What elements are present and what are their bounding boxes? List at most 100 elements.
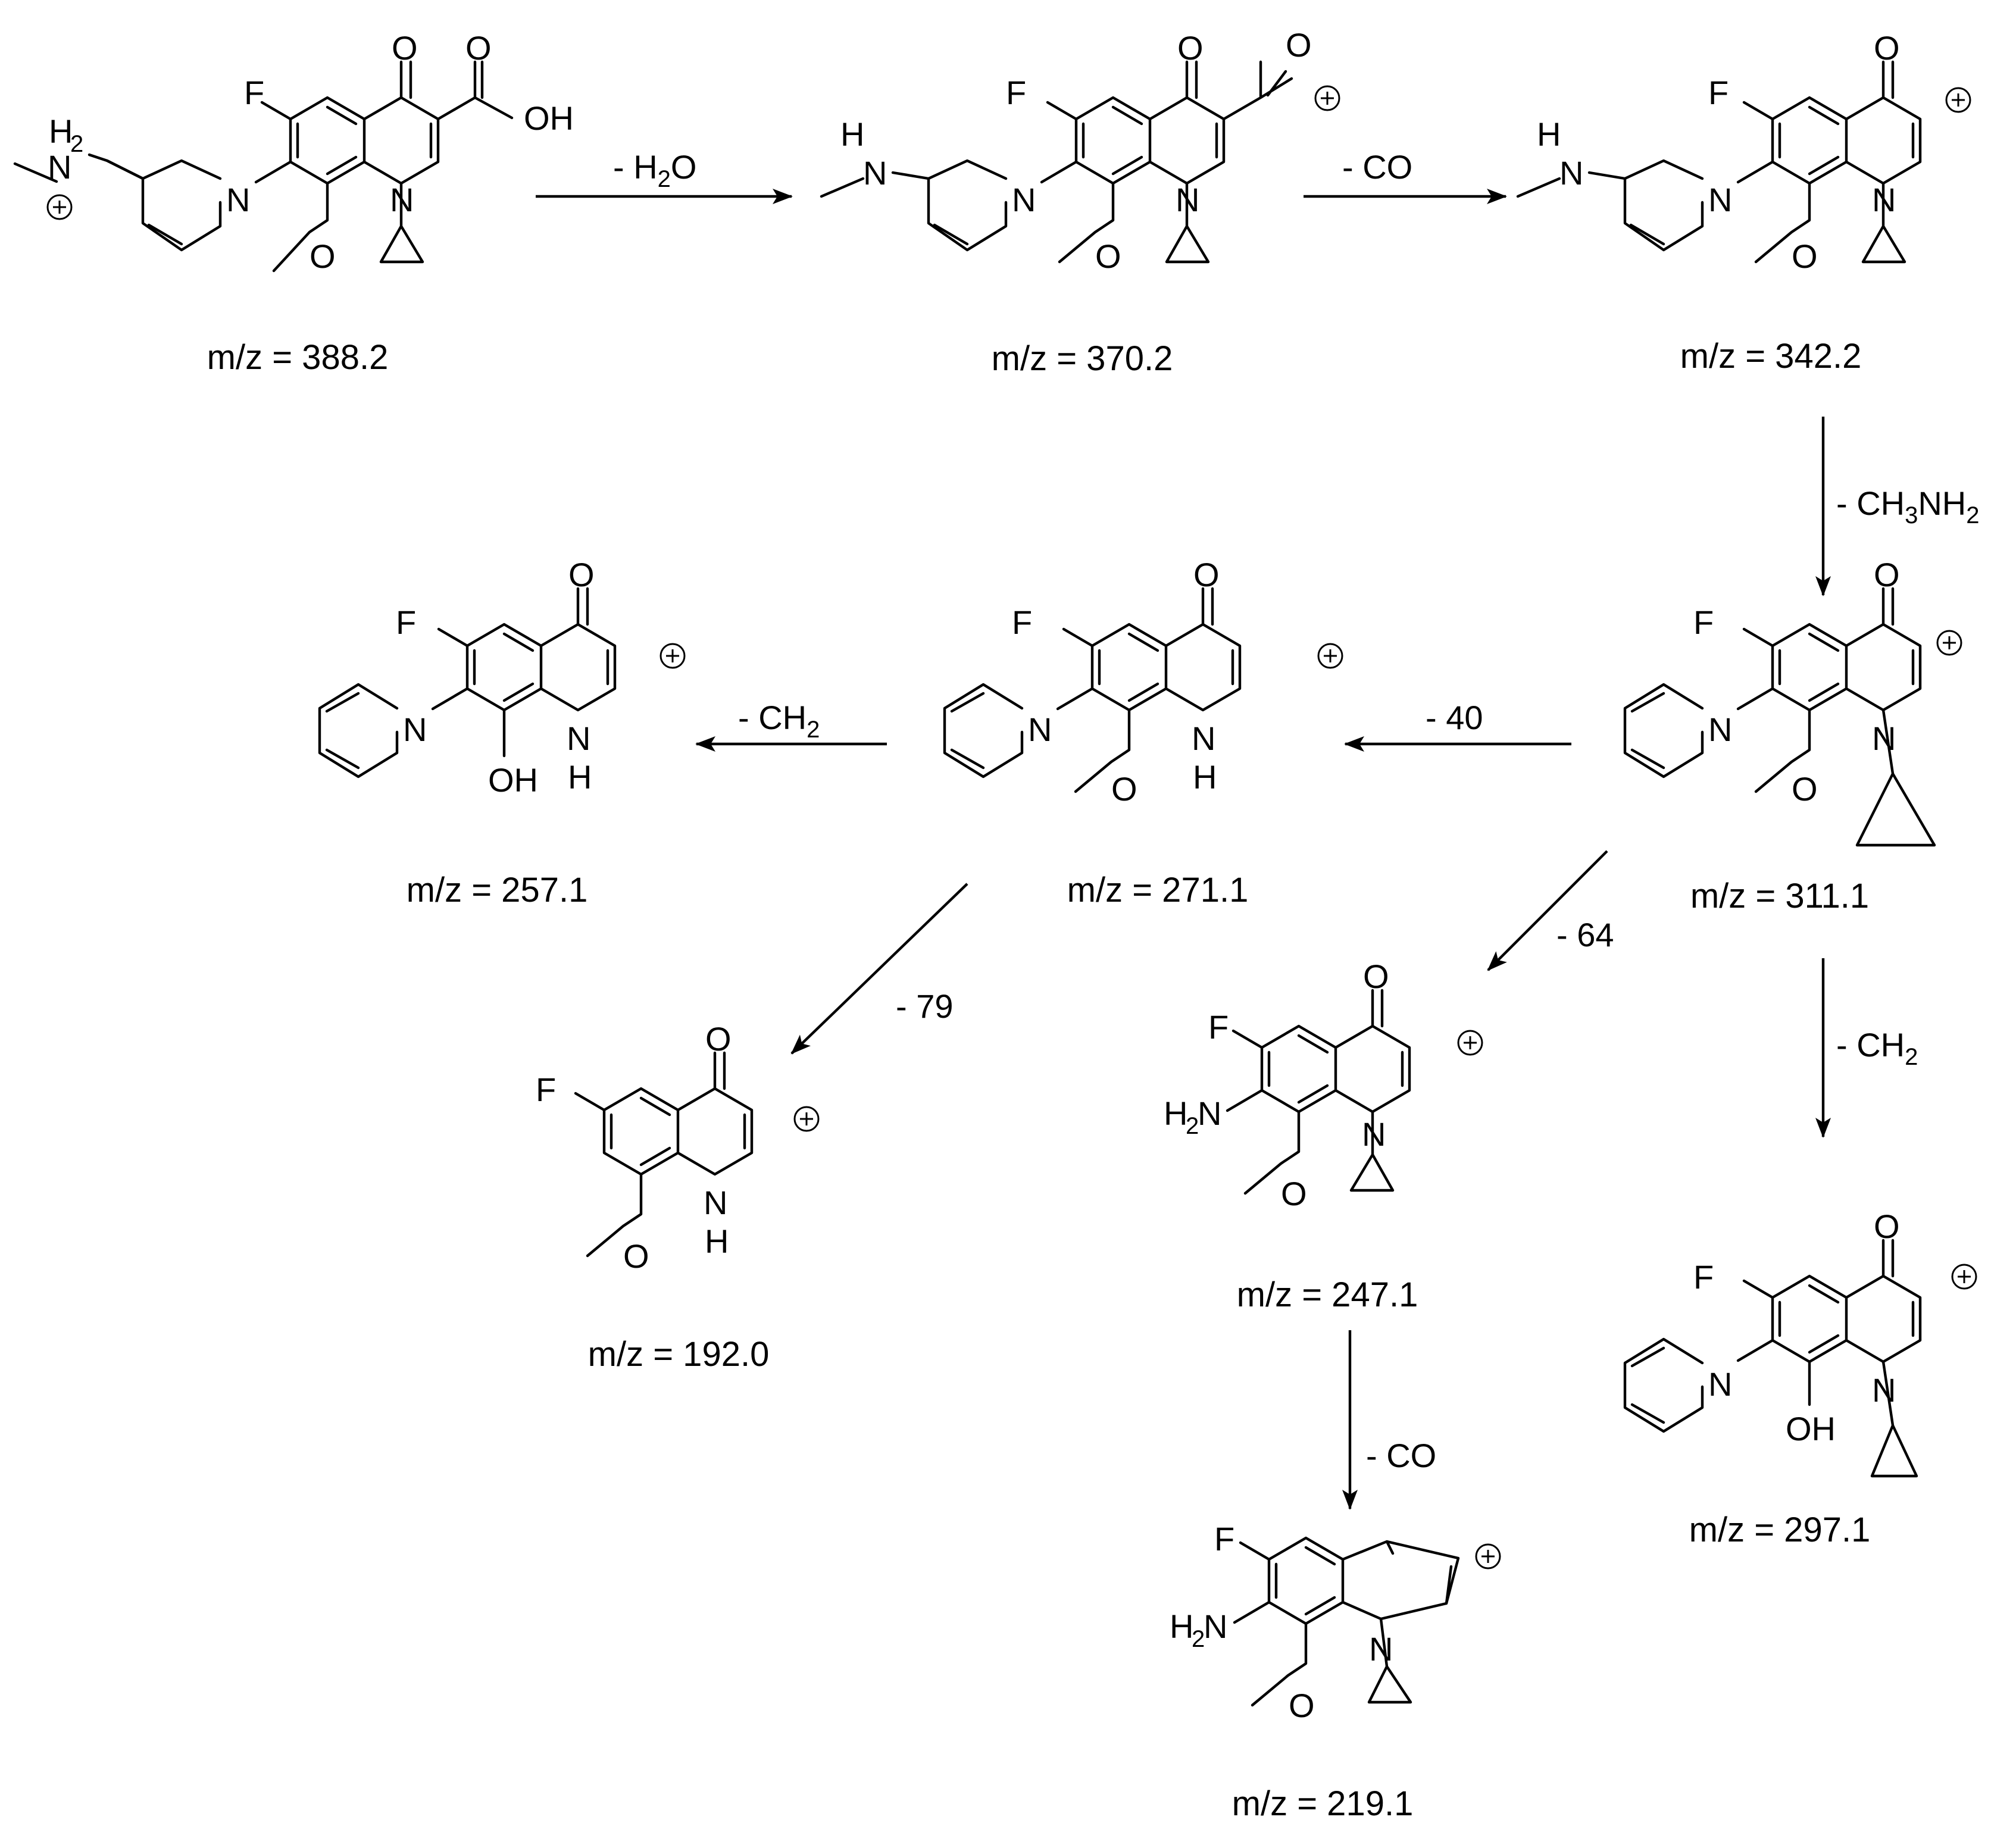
positive-charge (1936, 630, 1962, 656)
atom-N: N (403, 711, 427, 748)
atom-F: F (1708, 74, 1729, 111)
atom-H: H (1170, 1608, 1193, 1645)
atom-O: O (1874, 1208, 1900, 1245)
atom-N: N (1192, 720, 1215, 757)
atom-H-subscript: 2 (70, 131, 83, 157)
structure-219: F N H 2 N O (1170, 1520, 1501, 1724)
atom-subscript: 2 (1186, 1113, 1199, 1139)
atom-N: N (1872, 1371, 1896, 1409)
loss-co-2: - CO (1366, 1437, 1436, 1474)
atom-subscript: 2 (1192, 1626, 1205, 1652)
structure-370: F O O N N O N H (820, 26, 1340, 275)
atom-N: N (1176, 181, 1199, 218)
arrow-271-to-192 (790, 883, 968, 1055)
loss-ch2-a: - CH2 (738, 699, 820, 743)
atom-O: O (705, 1020, 732, 1058)
atom-O: O (1289, 1687, 1315, 1724)
loss-co-1: - CO (1342, 148, 1412, 186)
structure-388: F O O OH N N O N H 2 (13, 29, 574, 275)
atom-O: O (1111, 770, 1137, 808)
positive-charge (1317, 643, 1343, 669)
atom-O: O (1874, 29, 1900, 67)
mz-label-342: m/z = 342.2 (1680, 337, 1862, 376)
atom-H: H (840, 115, 864, 153)
atom-N: N (863, 154, 887, 192)
atom-H: H (1164, 1095, 1187, 1132)
atom-O: O (1281, 1175, 1307, 1212)
structure-297: F O N N OH (1623, 1208, 1977, 1478)
loss-labels: - H2O - CO - CH3NH2 - 40 - CH2 - 79 - 64… (613, 148, 1979, 1474)
mz-label-370: m/z = 370.2 (992, 339, 1173, 378)
atom-N: N (1028, 711, 1052, 748)
atom-N: N (1012, 181, 1036, 218)
atom-F: F (1693, 604, 1714, 641)
mz-label-271: m/z = 271.1 (1067, 871, 1249, 909)
atom-H: H (49, 112, 73, 150)
atom-H: H (1537, 115, 1561, 153)
loss-h2o: - H2O (613, 148, 696, 192)
loss-40: - 40 (1426, 699, 1483, 736)
atom-O: O (1792, 770, 1818, 808)
atom-N: N (390, 181, 414, 218)
atom-N: N (1198, 1095, 1221, 1132)
atom-N: N (1872, 720, 1896, 757)
positive-charge (1314, 85, 1340, 111)
atom-N: N (1708, 1365, 1732, 1403)
mz-label-388: m/z = 388.2 (207, 338, 389, 377)
atom-O: O (392, 29, 418, 67)
mz-label-311: m/z = 311.1 (1690, 877, 1869, 915)
positive-charge (793, 1106, 820, 1132)
atom-N: N (1559, 154, 1583, 192)
atom-N: N (1362, 1115, 1386, 1153)
atom-F: F (536, 1071, 556, 1108)
atom-F: F (1006, 74, 1026, 111)
mz-label-297: m/z = 297.1 (1689, 1511, 1871, 1549)
atom-N: N (1872, 181, 1896, 218)
loss-ch2-b: - CH2 (1836, 1026, 1918, 1070)
atom-OH: OH (488, 761, 538, 799)
atom-O: O (1874, 556, 1900, 593)
atom-F: F (1214, 1520, 1234, 1558)
atom-H: H (1193, 758, 1217, 796)
atom-N: N (1204, 1608, 1227, 1645)
loss-79: - 79 (896, 987, 954, 1025)
mz-label-192: m/z = 192.0 (588, 1335, 770, 1374)
loss-64: - 64 (1556, 916, 1614, 953)
atom-F: F (1208, 1008, 1229, 1046)
mz-labels: m/z = 388.2 m/z = 370.2 m/z = 342.2 m/z … (207, 337, 1871, 1823)
atom-O: O (1363, 958, 1389, 995)
mz-label-247: m/z = 247.1 (1237, 1275, 1418, 1314)
atom-N: N (1708, 711, 1732, 748)
structure-271: F O N H N O (943, 556, 1343, 808)
positive-charge (1475, 1543, 1501, 1569)
atom-F: F (1012, 604, 1032, 641)
atom-H: H (568, 758, 592, 796)
structure-247: F O N H 2 N O (1164, 958, 1483, 1212)
structure-342: F O N N O N H (1516, 29, 1971, 275)
atom-F: F (244, 74, 264, 111)
loss-ch3nh2: - CH3NH2 (1836, 484, 1979, 529)
atom-N: N (226, 181, 250, 218)
reaction-arrows (536, 189, 1831, 1510)
atom-O: O (1095, 237, 1121, 275)
atom-OH: OH (524, 99, 574, 137)
structure-192: F O N H O (536, 1020, 820, 1275)
atom-OH: OH (1786, 1410, 1836, 1447)
positive-charge (660, 643, 686, 669)
atom-N: N (1708, 181, 1732, 218)
positive-charge (1457, 1030, 1483, 1056)
atom-O: O (568, 556, 595, 593)
positive-charge (1945, 87, 1971, 113)
atom-N: N (704, 1184, 727, 1221)
structure-311: F O N N O (1623, 556, 1962, 847)
arrow-311-to-247 (1487, 850, 1608, 971)
atom-F: F (396, 604, 416, 641)
atom-O: O (1177, 29, 1204, 67)
mz-label-219: m/z = 219.1 (1232, 1784, 1414, 1823)
structure-257: F O N H N OH (318, 556, 686, 799)
atom-O: O (1193, 556, 1220, 593)
atom-O: O (1286, 26, 1312, 64)
positive-charge (1951, 1264, 1977, 1290)
atom-N: N (567, 720, 590, 757)
